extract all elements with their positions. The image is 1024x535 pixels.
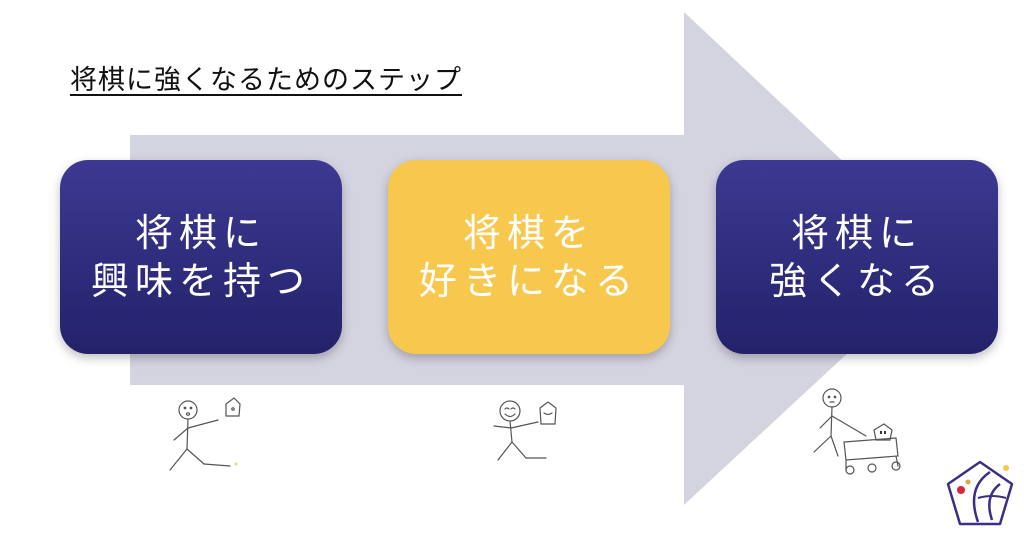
step-1-box: 将棋に 興味を持つ	[60, 160, 342, 354]
stick-figure-with-shogi-board-icon	[813, 388, 901, 475]
pentagon-logo-icon	[946, 460, 1014, 526]
diagram-title: 将棋に強くなるためのステップ	[70, 65, 462, 96]
stick-figure-holding-shogi-piece-icon	[169, 397, 241, 471]
step-2-box: 将棋を 好きになる	[388, 160, 670, 354]
step-1-label: 将棋に 興味を持つ	[90, 211, 311, 303]
stick-figure-smiling-with-shogi-piece-icon	[493, 400, 557, 461]
step-2-label: 将棋を 好きになる	[418, 211, 639, 303]
step-3-label: 将棋に 強くなる	[768, 211, 945, 303]
step-3-box: 将棋に 強くなる	[716, 160, 998, 354]
